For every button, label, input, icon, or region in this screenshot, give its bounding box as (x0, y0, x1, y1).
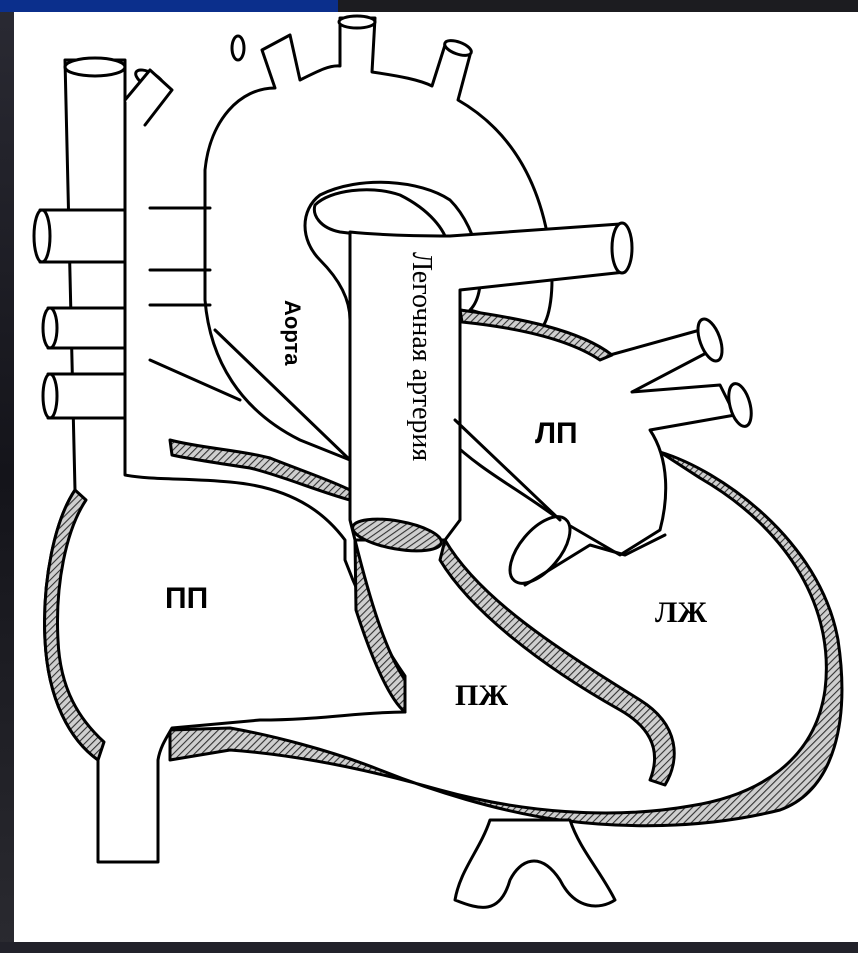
right-pulm-vein-3 (48, 374, 125, 418)
right-pulm-vein-1 (40, 210, 125, 262)
label-aorta: Аорта (280, 300, 305, 366)
label-right-ventricle: ПЖ (455, 679, 508, 712)
label-left-atrium: ЛП (535, 417, 578, 450)
right-pulm-vein-2 (48, 308, 125, 348)
label-right-atrium: ПП (165, 582, 208, 615)
ivc (455, 820, 615, 907)
label-pulmonary-artery: Легочная артерия (406, 252, 437, 461)
interventricular-septum (440, 540, 674, 785)
label-left-ventricle: ЛЖ (655, 596, 707, 629)
svc-cap (65, 58, 125, 76)
